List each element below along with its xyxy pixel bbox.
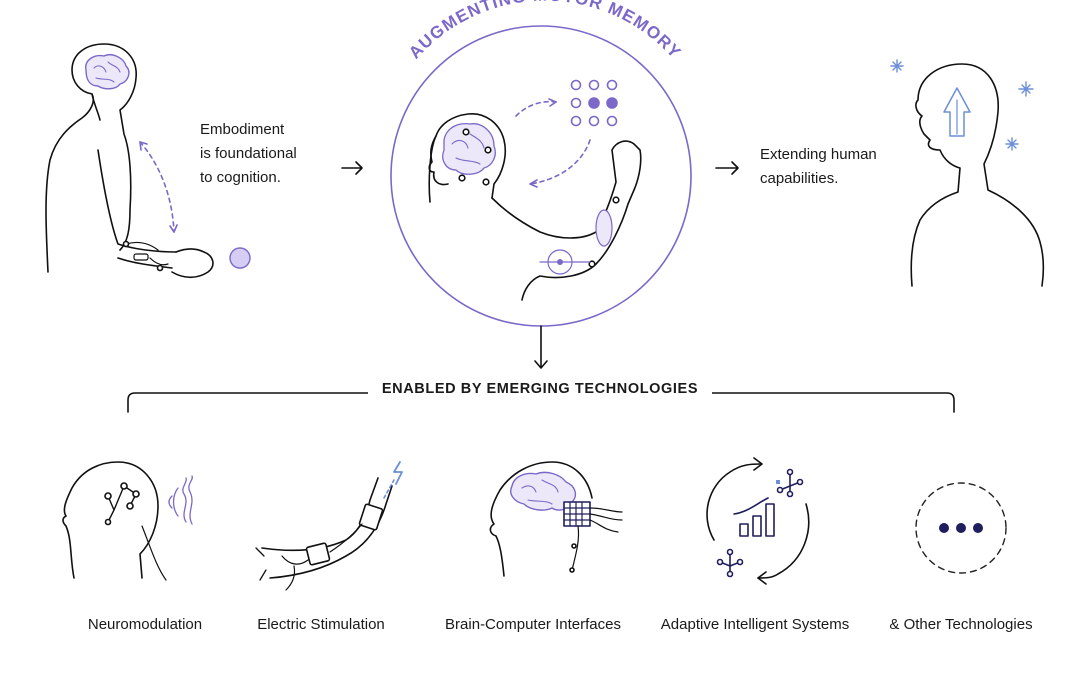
caption-other-technologies: & Other Technologies [889,616,1033,633]
brain-computer-interface-icon [489,461,623,577]
neuromodulation-icon [62,461,193,581]
embodied-person-figure [45,43,251,279]
caption-electric-stimulation: Electric Stimulation [257,616,385,633]
arrow-to-right [715,161,739,175]
technologies-bracket [127,392,955,413]
enabled-by-label: ENABLED BY EMERGING TECHNOLOGIES [367,381,713,397]
caption-neuromodulation: Neuromodulation [87,616,203,633]
adaptive-systems-icon [706,457,810,585]
ellipsis-icon [915,482,1007,574]
arrow-to-center [341,161,363,175]
extending-text: Extending human capabilities. [760,143,877,191]
motor-memory-circle: AUGMENTING MOTOR MEMORY [390,0,692,327]
embodiment-line-1: Embodiment [200,121,285,138]
circle-title: AUGMENTING MOTOR MEMORY [405,0,684,62]
embodiment-text: Embodiment is foundational to cognition. [200,118,297,190]
caption-adaptive-intelligent-systems: Adaptive Intelligent Systems [660,616,850,633]
arrow-down [534,325,548,369]
extended-person-figure [890,59,1045,287]
embodiment-line-2: is foundational [200,145,297,162]
extending-line-1: Extending human [760,146,877,163]
embodiment-line-3: to cognition. [200,169,281,186]
extending-line-2: capabilities. [760,170,839,187]
electric-stimulation-icon [255,461,403,591]
caption-brain-computer-interfaces: Brain-Computer Interfaces [445,616,621,633]
enabled-by-heading: ENABLED BY EMERGING TECHNOLOGIES [0,381,1080,397]
svg-text:AUGMENTING MOTOR MEMORY: AUGMENTING MOTOR MEMORY [405,0,685,62]
